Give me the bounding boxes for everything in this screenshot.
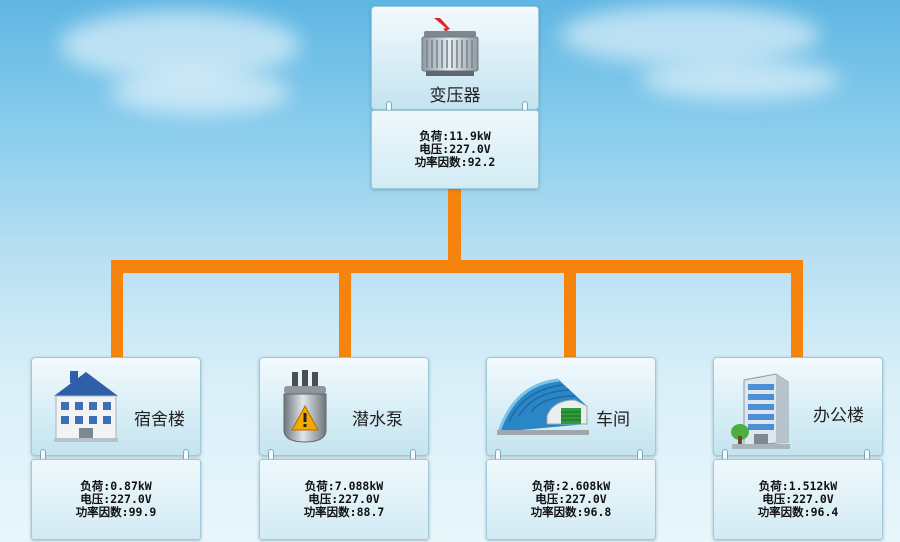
voltage-reading: 电压:227.0V xyxy=(308,492,380,506)
load-reading: 负荷:2.608kW xyxy=(531,479,611,493)
cloud xyxy=(560,5,820,65)
voltage-reading: 电压:227.0V xyxy=(535,492,607,506)
main-feeder-line xyxy=(448,189,461,262)
office-readings: 负荷:1.512kW 电压:227.0V 功率因数:96.4 xyxy=(713,459,883,540)
dormitory-building-icon xyxy=(54,371,118,442)
workshop-icon xyxy=(497,378,589,435)
load-reading: 负荷:11.9kW xyxy=(419,129,491,143)
load-node-office[interactable]: 办公楼 xyxy=(713,357,883,456)
load-name: 车间 xyxy=(596,410,630,430)
load-node-dormitory[interactable]: 宿舍楼 xyxy=(31,357,201,456)
power-factor-reading: 功率因数:96.4 xyxy=(757,505,839,519)
branch-line-pump xyxy=(339,260,351,358)
workshop-readings: 负荷:2.608kW 电压:227.0V 功率因数:96.8 xyxy=(486,459,656,540)
submersible-pump-icon xyxy=(283,370,327,443)
power-factor-reading: 功率因数:99.9 xyxy=(75,505,157,519)
branch-line-workshop xyxy=(564,260,576,358)
power-factor-reading: 功率因数:92.2 xyxy=(414,155,496,169)
load-reading: 负荷:0.87kW xyxy=(80,479,152,493)
load-reading: 负荷:1.512kW xyxy=(758,479,838,493)
dormitory-readings: 负荷:0.87kW 电压:227.0V 功率因数:99.9 xyxy=(31,459,201,540)
branch-line-dormitory xyxy=(111,260,123,358)
bus-bar-line xyxy=(111,260,803,273)
office-building-icon xyxy=(731,373,790,449)
power-factor-reading: 功率因数:88.7 xyxy=(303,505,385,519)
cloud xyxy=(110,70,290,115)
transformer-node[interactable]: 变压器 xyxy=(371,6,539,110)
cloud xyxy=(640,60,840,100)
load-name: 潜水泵 xyxy=(352,410,403,430)
load-name: 宿舍楼 xyxy=(134,410,185,430)
transformer-icon xyxy=(421,18,479,76)
transformer-name: 变压器 xyxy=(429,86,481,106)
voltage-reading: 电压:227.0V xyxy=(762,492,834,506)
transformer-readings: 负荷:11.9kW 电压:227.0V 功率因数:92.2 xyxy=(371,110,539,189)
voltage-reading: 电压:227.0V xyxy=(80,492,152,506)
voltage-reading: 电压:227.0V xyxy=(419,142,491,156)
load-node-pump[interactable]: 潜水泵 xyxy=(259,357,429,456)
load-node-workshop[interactable]: 车间 xyxy=(486,357,656,456)
branch-line-office xyxy=(791,260,803,358)
cloud xyxy=(60,10,300,80)
load-reading: 负荷:7.088kW xyxy=(304,479,384,493)
power-factor-reading: 功率因数:96.8 xyxy=(530,505,612,519)
load-name: 办公楼 xyxy=(813,406,864,426)
pump-readings: 负荷:7.088kW 电压:227.0V 功率因数:88.7 xyxy=(259,459,429,540)
